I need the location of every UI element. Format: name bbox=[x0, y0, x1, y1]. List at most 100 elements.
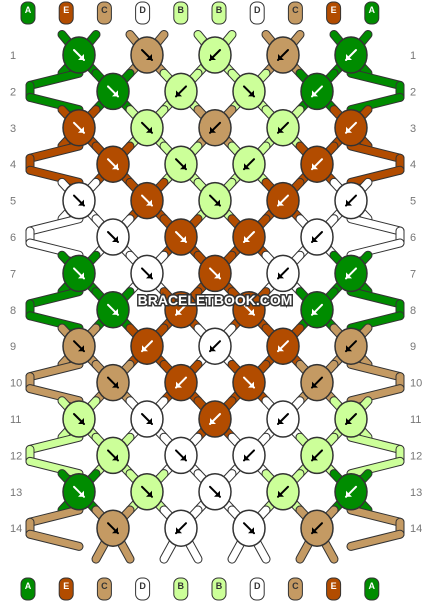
knot-arrowhead bbox=[78, 345, 84, 352]
row-number-left: 4 bbox=[10, 159, 16, 171]
row-number-right: 6 bbox=[410, 232, 416, 244]
top-strand-tab-shape bbox=[173, 1, 189, 25]
row-number-right: 5 bbox=[410, 196, 416, 208]
knot-arrowhead bbox=[312, 163, 318, 170]
knot-arrowhead bbox=[248, 308, 254, 315]
bottom-strand-label: A bbox=[369, 581, 376, 591]
edge-strand-right-in-fill bbox=[347, 69, 404, 89]
edge-strand-left-in bbox=[25, 505, 84, 527]
knot-arrowhead bbox=[312, 236, 318, 242]
edge-strand-left-out bbox=[25, 238, 84, 260]
knot-layer bbox=[62, 36, 368, 547]
top-strand-tab: B bbox=[211, 1, 227, 25]
knot bbox=[96, 72, 130, 111]
edge-strand-right-in bbox=[346, 214, 405, 236]
knot bbox=[334, 473, 368, 511]
knot bbox=[164, 436, 198, 475]
top-strand-tab-shape bbox=[211, 1, 227, 25]
top-strand-label: B bbox=[216, 5, 223, 15]
knot bbox=[96, 363, 130, 402]
bottom-strand-tab-shape bbox=[211, 577, 227, 601]
knot bbox=[232, 218, 266, 256]
knot bbox=[62, 473, 96, 511]
knot bbox=[198, 109, 232, 147]
bottom-strand-tab-shape bbox=[249, 577, 265, 601]
knot bbox=[130, 254, 164, 293]
knot-arrowhead bbox=[210, 54, 216, 60]
knot bbox=[62, 181, 96, 220]
knot-arrowhead bbox=[346, 418, 352, 424]
knot bbox=[266, 327, 300, 365]
knot bbox=[232, 145, 266, 183]
knot bbox=[334, 327, 368, 365]
row-number-left: 13 bbox=[10, 487, 22, 499]
knot-arrowhead bbox=[210, 418, 216, 424]
knot-arrowhead bbox=[248, 381, 254, 388]
edge-strand-right-out bbox=[346, 238, 405, 260]
edge-strand-left-in-fill bbox=[26, 360, 83, 381]
knot-arrowhead bbox=[214, 490, 220, 497]
knot bbox=[62, 400, 96, 438]
edge-strand-right-out-fill bbox=[347, 239, 404, 259]
edge-strand-right-in bbox=[346, 68, 405, 90]
knot-arrowhead bbox=[312, 454, 318, 461]
bottom-strand-label: E bbox=[331, 581, 337, 591]
knot-arrowhead bbox=[248, 527, 254, 534]
knot-arrowhead bbox=[346, 54, 352, 60]
knot-arrowhead bbox=[112, 454, 118, 461]
knot bbox=[96, 145, 130, 183]
knot bbox=[266, 400, 300, 438]
bottom-strand-label: C bbox=[292, 581, 299, 591]
bottom-strand-tab-shape bbox=[326, 577, 342, 601]
edge-strand-right-in bbox=[346, 141, 405, 163]
knot bbox=[232, 436, 266, 475]
edge-strand-right-in bbox=[346, 287, 405, 309]
bottom-strand-tab: B bbox=[173, 577, 189, 601]
row-number-left: 8 bbox=[10, 305, 16, 317]
knot-arrowhead bbox=[214, 199, 220, 206]
row-number-right: 10 bbox=[410, 378, 422, 390]
row-number-right: 9 bbox=[410, 341, 416, 353]
edge-strand-left-out-fill bbox=[26, 530, 83, 550]
row-number-right: 13 bbox=[410, 487, 422, 499]
top-strand-label: C bbox=[101, 5, 108, 15]
bottom-strand-label: E bbox=[63, 581, 69, 591]
top-strand-tab-shape bbox=[96, 1, 112, 25]
knot-arrowhead bbox=[112, 90, 118, 97]
watermark: BRACELETBOOK.COM bbox=[138, 292, 293, 308]
knot bbox=[232, 509, 266, 547]
top-strand-tab: D bbox=[249, 1, 265, 25]
knot bbox=[164, 509, 198, 547]
top-strand-tab-shape bbox=[249, 1, 265, 25]
knot-arrowhead bbox=[78, 126, 84, 133]
edge-strand-left-out bbox=[25, 384, 84, 406]
bottom-strand-tab-shape bbox=[364, 577, 380, 601]
knot-arrowhead bbox=[278, 126, 284, 133]
knot bbox=[198, 400, 232, 438]
knot bbox=[300, 72, 334, 111]
knot-arrowhead bbox=[112, 236, 118, 242]
row-number-left: 14 bbox=[10, 523, 22, 535]
top-strand-tab-shape bbox=[364, 1, 380, 25]
knot bbox=[96, 291, 130, 329]
knot-arrowhead bbox=[112, 163, 118, 170]
knot-arrowhead bbox=[346, 345, 352, 352]
row-number-left: 3 bbox=[10, 123, 16, 135]
row-number-right: 14 bbox=[410, 523, 422, 535]
knot-arrowhead bbox=[180, 454, 186, 461]
top-strand-tab: E bbox=[326, 1, 342, 25]
row-number-right: 2 bbox=[410, 86, 416, 98]
knot bbox=[62, 109, 96, 147]
edge-strand-left-out bbox=[25, 92, 84, 115]
row-number-right: 7 bbox=[410, 268, 416, 280]
knot-arrowhead bbox=[278, 490, 284, 497]
edge-strand-right-out-fill bbox=[347, 457, 404, 478]
edge-strand-left-out bbox=[25, 456, 84, 479]
knot bbox=[96, 218, 130, 256]
edge-strand-left-out-fill bbox=[26, 457, 83, 478]
edge-strand-right-out bbox=[346, 92, 405, 115]
edge-strand-right-out-fill bbox=[347, 385, 404, 405]
knot-arrowhead bbox=[346, 490, 352, 497]
top-strand-tab: E bbox=[58, 1, 74, 25]
